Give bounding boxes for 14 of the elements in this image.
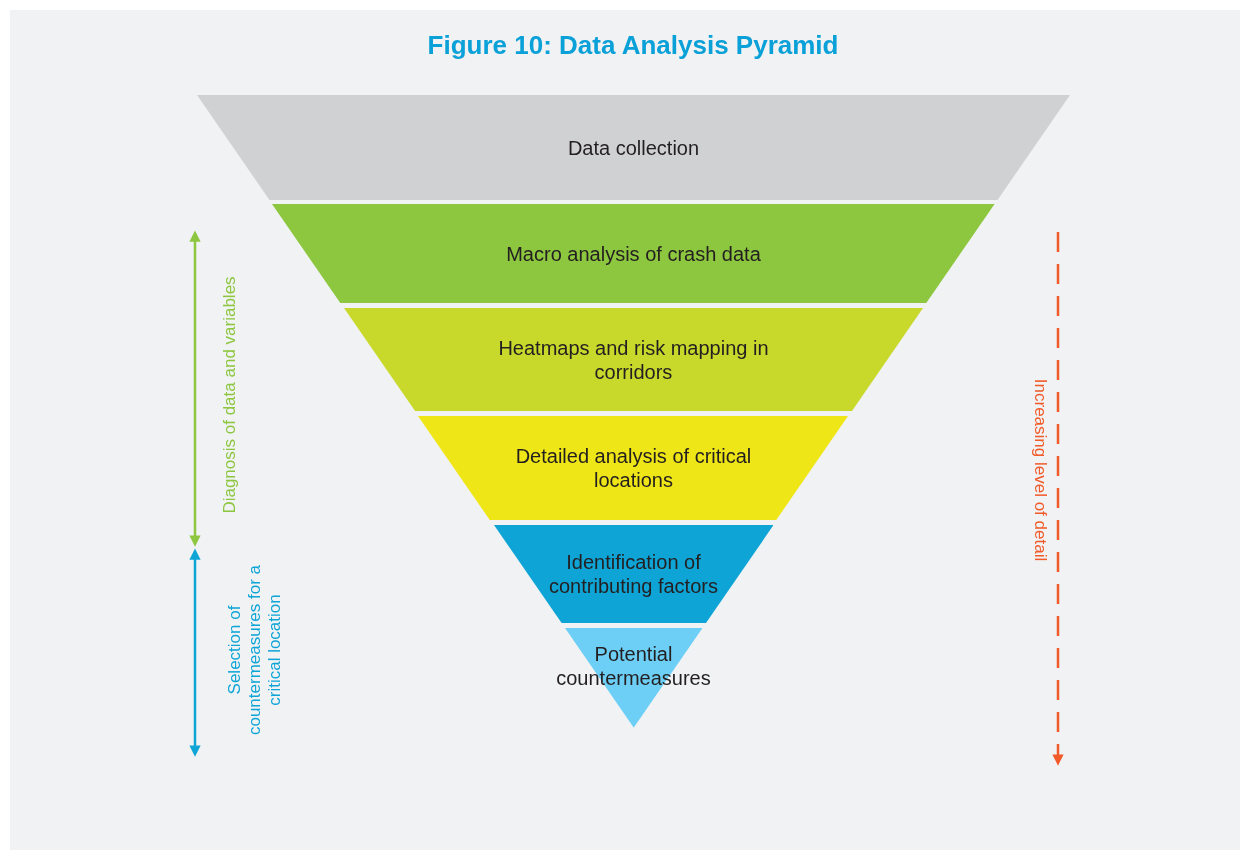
figure-title: Figure 10: Data Analysis Pyramid	[427, 30, 839, 61]
axis-label: Diagnosis of data and variables	[220, 275, 240, 516]
pyramid-tier	[418, 416, 849, 520]
axis-label: Selection of countermeasures for a critical location	[225, 563, 285, 738]
tier-label: Identification of contributing factors	[548, 550, 719, 598]
tier-label: Macro analysis of crash data	[505, 241, 762, 266]
tier-label: Data collection	[566, 135, 701, 160]
pyramid-tier	[272, 204, 995, 303]
pyramid-tier	[343, 308, 923, 411]
axis-label: Increasing level of detail	[1030, 377, 1050, 564]
pyramid-tier	[197, 95, 1070, 200]
tier-label: Detailed analysis of critical locations	[514, 444, 753, 492]
tier-label: Heatmaps and risk mapping in corridors	[497, 335, 770, 384]
pyramid-tier	[493, 525, 774, 623]
